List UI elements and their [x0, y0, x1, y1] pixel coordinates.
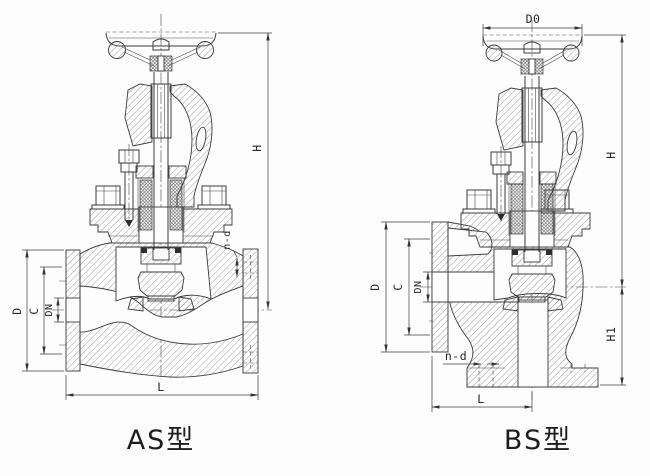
as-dim-label-d: D	[10, 307, 24, 314]
as-stuffing-box	[135, 165, 187, 232]
as-yoke	[124, 83, 213, 208]
caption-as-type: AS型	[127, 425, 196, 456]
as-handwheel	[105, 31, 217, 72]
as-gland-eyebolt	[118, 144, 140, 227]
bs-dim-label-d: D	[368, 283, 382, 290]
caption-bs-type: BS型	[504, 425, 572, 456]
as-dim-label-l: L	[157, 380, 164, 394]
bs-dim-label-h: H	[604, 151, 618, 158]
bs-gland-eyebolt	[490, 146, 512, 222]
bs-dim-label-c: C	[391, 283, 405, 290]
bs-stem	[521, 76, 543, 252]
bs-dim-label-dn: DN	[413, 280, 424, 293]
bs-dimensions: D0 H H1 D C DN n-d L	[368, 12, 626, 412]
valve-bs-section: D0 H H1 D C DN n-d L BS型	[368, 12, 626, 456]
as-disc-assembly	[127, 247, 195, 312]
bs-dim-label-d0: D0	[526, 12, 541, 26]
as-dim-label-h: H	[250, 144, 264, 151]
as-stem	[150, 72, 172, 250]
as-dim-label-c: C	[27, 307, 41, 314]
as-outlet-flange	[242, 248, 259, 374]
as-dim-label-dn: DN	[44, 303, 55, 316]
bs-dim-label-h1: H1	[604, 327, 618, 342]
as-inlet-flange	[59, 249, 81, 372]
as-bonnet-bolt-right	[197, 185, 231, 210]
valve-as-section: H n-d D C DN L AS型	[10, 14, 272, 456]
bs-inlet-flange	[429, 221, 449, 353]
as-dimensions: H n-d D C DN L	[10, 32, 272, 400]
bs-dim-label-l: L	[477, 392, 484, 406]
as-dim-label-nd: n-d	[222, 230, 233, 250]
bs-dim-label-nd: n-d	[445, 349, 467, 363]
bs-bonnet-bolt-left	[462, 189, 496, 214]
bs-yoke	[495, 87, 584, 212]
bs-disc-assembly	[502, 249, 564, 312]
bs-handwheel	[482, 34, 583, 75]
as-bonnet-bolt-left	[91, 185, 125, 210]
